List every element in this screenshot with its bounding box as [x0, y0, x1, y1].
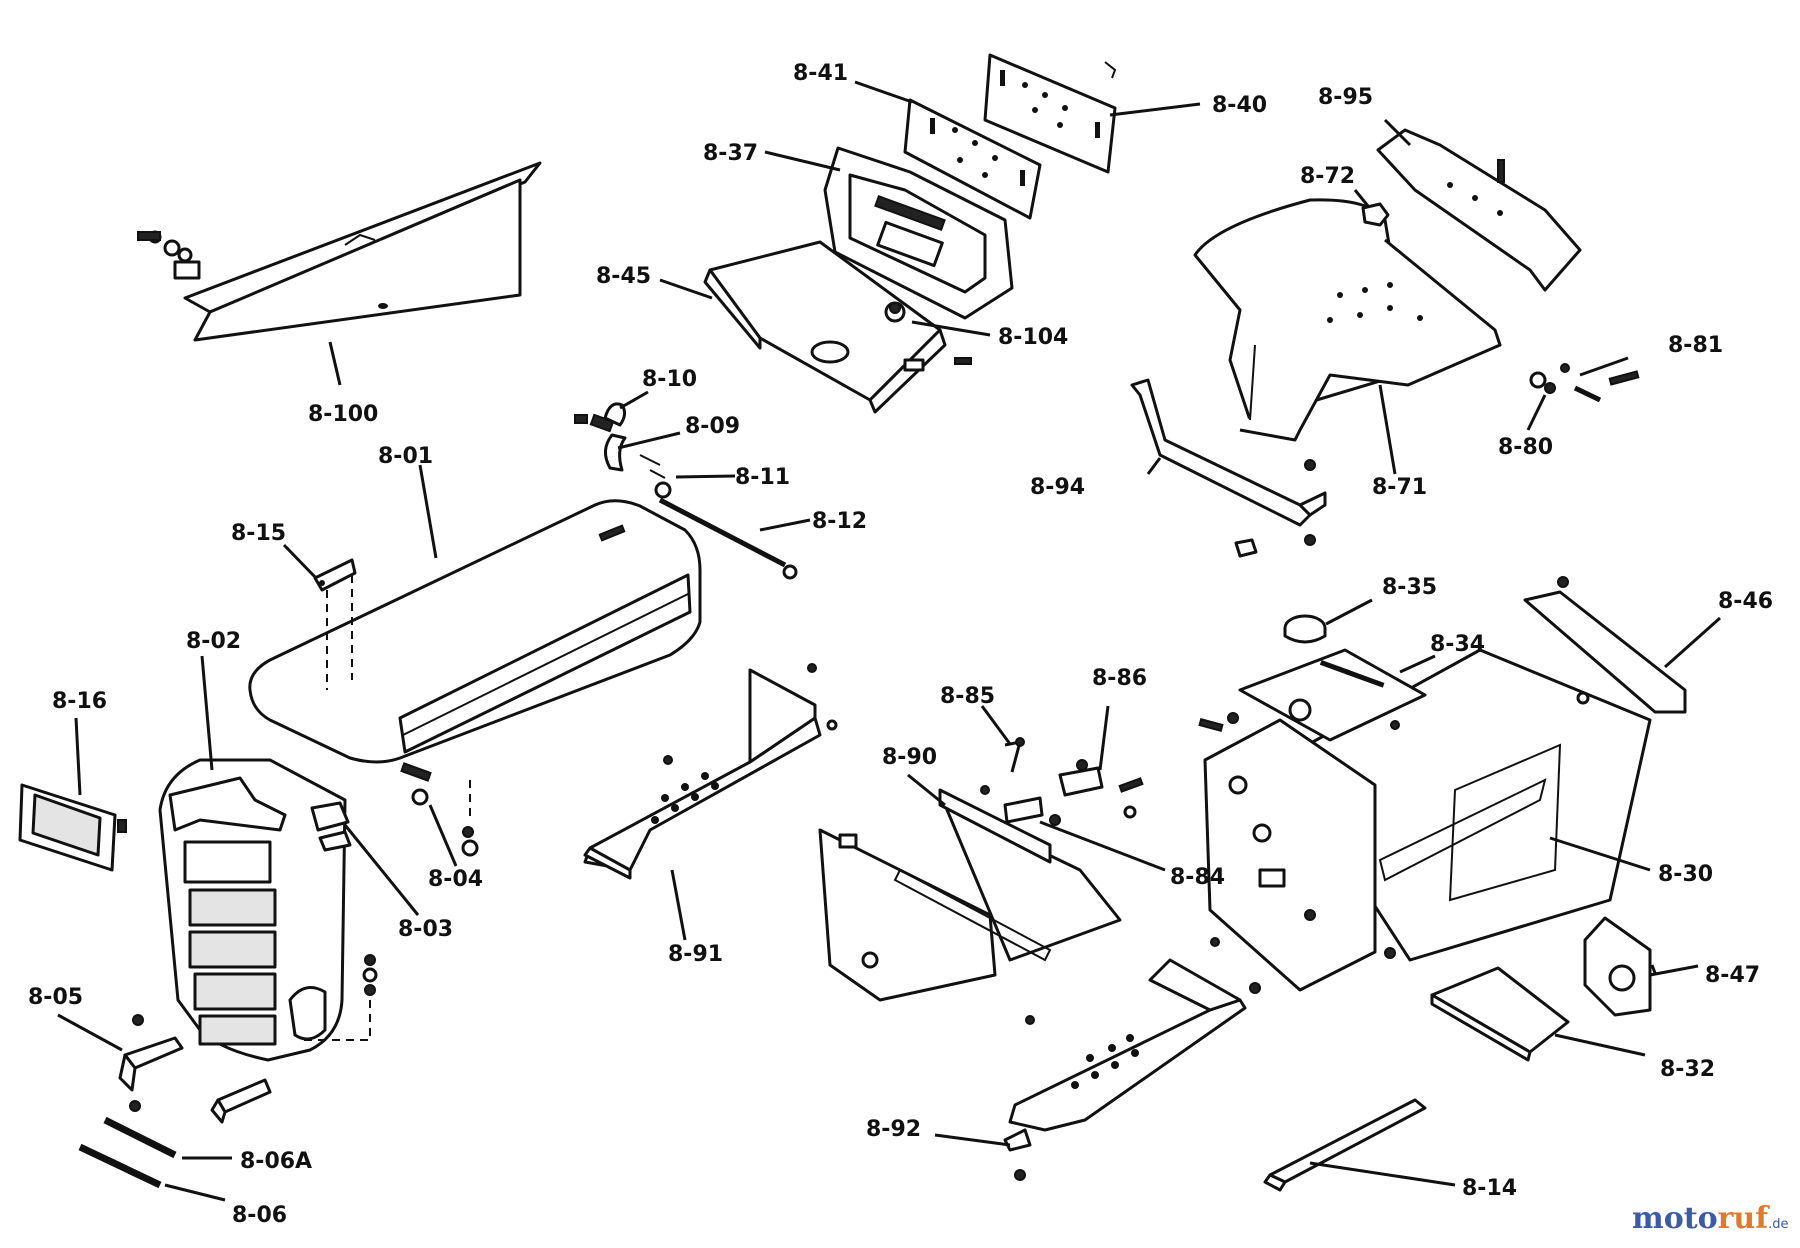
- part-8-86-bracket: [1058, 759, 1144, 819]
- part-8-41-panel: [903, 98, 1042, 220]
- part-front-fasteners: [300, 954, 378, 1041]
- label-8-15: 8-15: [231, 521, 286, 546]
- label-8-47: 8-47: [1705, 963, 1760, 988]
- part-8-14-bracket: [1263, 1098, 1427, 1192]
- part-labels: 8-41 8-40 8-95 8-37 8-72 8-45 8-104 8-81…: [28, 61, 1773, 1228]
- watermark-suffix: .de: [1768, 1217, 1788, 1232]
- part-8-71-seat: [1193, 198, 1502, 442]
- label-8-16: 8-16: [52, 689, 107, 714]
- part-8-34-plate: [1238, 648, 1427, 742]
- leader-lines: [57, 80, 1721, 1202]
- label-8-03: 8-03: [398, 917, 453, 942]
- label-8-01: 8-01: [378, 444, 433, 469]
- label-8-12: 8-12: [812, 509, 867, 534]
- part-8-01-hood: [248, 499, 702, 764]
- part-8-10-knob: [603, 402, 627, 427]
- label-8-37: 8-37: [703, 141, 758, 166]
- label-8-14: 8-14: [1462, 1176, 1517, 1201]
- label-8-05: 8-05: [28, 985, 83, 1010]
- part-8-91-footrest: [583, 663, 838, 880]
- label-8-04: 8-04: [428, 867, 483, 892]
- label-8-06A: 8-06A: [240, 1149, 312, 1174]
- part-8-45-tray: [703, 240, 972, 414]
- label-8-34: 8-34: [1430, 632, 1485, 657]
- label-8-10: 8-10: [642, 367, 697, 392]
- label-8-02: 8-02: [186, 629, 241, 654]
- label-8-71: 8-71: [1372, 475, 1427, 500]
- label-8-94: 8-94: [1030, 475, 1085, 500]
- label-8-85: 8-85: [940, 684, 995, 709]
- label-8-92: 8-92: [866, 1117, 921, 1142]
- part-8-32-plate: [1430, 966, 1570, 1062]
- label-8-46: 8-46: [1718, 589, 1773, 614]
- part-8-40-plate: [983, 53, 1117, 174]
- label-8-100: 8-100: [308, 402, 378, 427]
- part-8-30-frame: [1198, 648, 1652, 992]
- part-8-09-latch: [604, 433, 627, 472]
- label-8-104: 8-104: [998, 325, 1068, 350]
- part-8-90-frame: [818, 785, 1122, 1002]
- label-8-40: 8-40: [1212, 93, 1267, 118]
- svg-text:motoruf.de: motoruf.de: [1632, 1201, 1789, 1236]
- label-8-86: 8-86: [1092, 666, 1147, 691]
- part-8-80-81-fasteners: [1529, 363, 1640, 403]
- label-8-11: 8-11: [735, 465, 790, 490]
- part-8-05-bracket: [118, 1014, 184, 1112]
- label-8-80: 8-80: [1498, 435, 1553, 460]
- label-8-95: 8-95: [1318, 85, 1373, 110]
- label-8-45: 8-45: [596, 264, 651, 289]
- label-8-81: 8-81: [1668, 333, 1723, 358]
- label-8-84: 8-84: [1170, 865, 1225, 890]
- part-8-12-rod: [574, 413, 798, 580]
- watermark-logo: motoruf.de: [1632, 1201, 1789, 1236]
- label-8-35: 8-35: [1382, 575, 1437, 600]
- part-8-47-plate: [1583, 916, 1652, 1017]
- part-8-02-grille: [158, 758, 347, 1062]
- part-8-35-cap: [1283, 614, 1327, 644]
- watermark-part2: ruf: [1718, 1201, 1771, 1236]
- part-8-95-bracket: [1376, 128, 1582, 292]
- label-8-41: 8-41: [793, 61, 848, 86]
- part-8-94-bracket: [1130, 378, 1327, 558]
- label-8-09: 8-09: [685, 414, 740, 439]
- part-8-03-bracket: [310, 801, 352, 852]
- part-8-06A-rod: [103, 1116, 177, 1159]
- part-8-100-rail: [137, 161, 542, 342]
- part-8-04-bolts: [400, 762, 479, 857]
- label-8-91: 8-91: [668, 942, 723, 967]
- watermark-part1: moto: [1632, 1201, 1718, 1236]
- part-8-84-plate: [1003, 796, 1061, 826]
- label-8-72: 8-72: [1300, 164, 1355, 189]
- label-8-06: 8-06: [232, 1203, 287, 1228]
- label-8-30: 8-30: [1658, 862, 1713, 887]
- label-8-90: 8-90: [882, 745, 937, 770]
- part-8-37-console: [823, 146, 1014, 320]
- part-8-15-hinge: [313, 558, 357, 592]
- label-8-32: 8-32: [1660, 1057, 1715, 1082]
- part-clip: [210, 1078, 272, 1124]
- part-8-16-emblem: [18, 783, 127, 872]
- part-8-06-rod: [78, 1143, 162, 1189]
- part-8-92-footrest: [1003, 937, 1261, 1181]
- part-8-46-bar: [1523, 576, 1687, 714]
- part-8-72-nut: [1361, 202, 1390, 227]
